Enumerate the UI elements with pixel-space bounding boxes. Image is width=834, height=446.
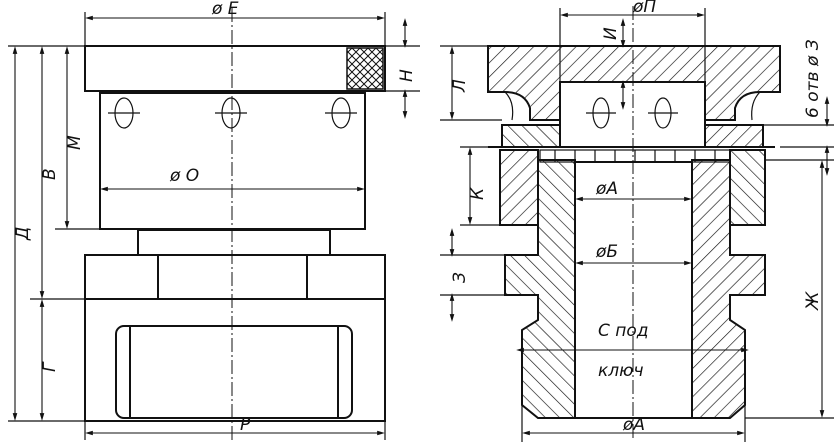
right-body-left: [499, 149, 539, 226]
dim-label-diameter-e: ø E: [211, 0, 239, 19]
dim-label-m: М: [65, 135, 85, 150]
dim-label-g: Г: [40, 361, 60, 372]
dim-label-l: Л: [450, 79, 470, 93]
left-nut: [84, 254, 386, 300]
dim-label-holes: 6 отв ø З: [803, 39, 823, 118]
dim-label-b: В: [40, 168, 60, 180]
left-cap-knurl: [346, 47, 384, 90]
left-neck: [137, 229, 331, 256]
note-wrench-line2: ключ: [598, 361, 644, 381]
dim-label-diameter-a-inner: øА: [595, 179, 618, 199]
dim-label-r: Р: [240, 415, 251, 435]
dim-label-diameter-b: øБ: [595, 242, 618, 262]
right-body-right: [729, 149, 766, 226]
note-wrench-line1: С под: [598, 321, 649, 341]
right-ring-2: [704, 124, 764, 148]
dim-label-zh: Ж: [803, 291, 823, 311]
right-inner-cavity: [559, 81, 706, 148]
dim-label-diameter-a-bottom: øА: [622, 415, 645, 435]
right-sleeve-right: [691, 159, 766, 419]
left-oval-holes: [108, 97, 357, 129]
dim-label-diameter-o: ø O: [169, 166, 199, 186]
left-cap: [84, 45, 386, 92]
dim-label-z: З: [450, 272, 470, 283]
right-ring: [501, 124, 561, 148]
dim-label-diameter-p: øП: [632, 0, 656, 17]
dim-label-k: К: [468, 187, 488, 200]
left-view: ø E ø O Н М В Д Г Р: [8, 0, 420, 440]
dim-label-i: И: [601, 27, 621, 40]
right-oval-holes: [586, 97, 678, 129]
dim-label-h: Н: [397, 69, 417, 82]
right-view: øП И Л 6 отв ø З К З Ж øА: [440, 0, 834, 442]
left-wrench-flats: [115, 325, 353, 419]
dim-label-d: Д: [13, 227, 33, 241]
